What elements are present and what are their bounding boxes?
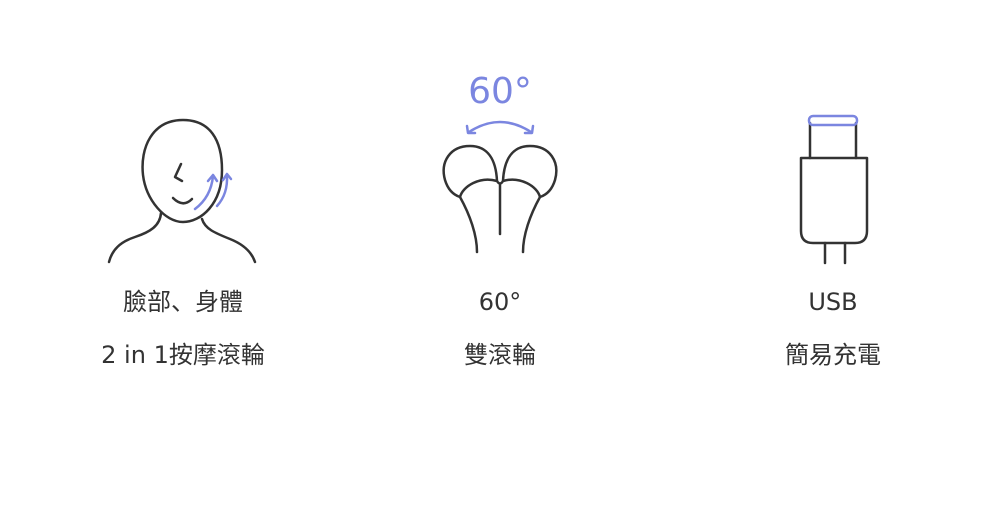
dual-roller-icon	[442, 120, 558, 254]
feature-face-title: 臉部、身體	[123, 288, 243, 316]
feature-usb-title: USB	[808, 288, 858, 316]
feature-usb-subtitle: 簡易充電	[785, 341, 881, 369]
rotation-arrow-icon	[465, 120, 535, 135]
feature-roller-subtitle: 雙滾輪	[464, 341, 536, 369]
rotation-angle-label: 60°	[468, 71, 532, 112]
feature-face-subtitle: 2 in 1按摩滾輪	[101, 341, 265, 369]
feature-roller-title: 60°	[478, 288, 522, 316]
face-massage-icon	[107, 118, 257, 264]
usb-plug-icon	[799, 114, 869, 265]
